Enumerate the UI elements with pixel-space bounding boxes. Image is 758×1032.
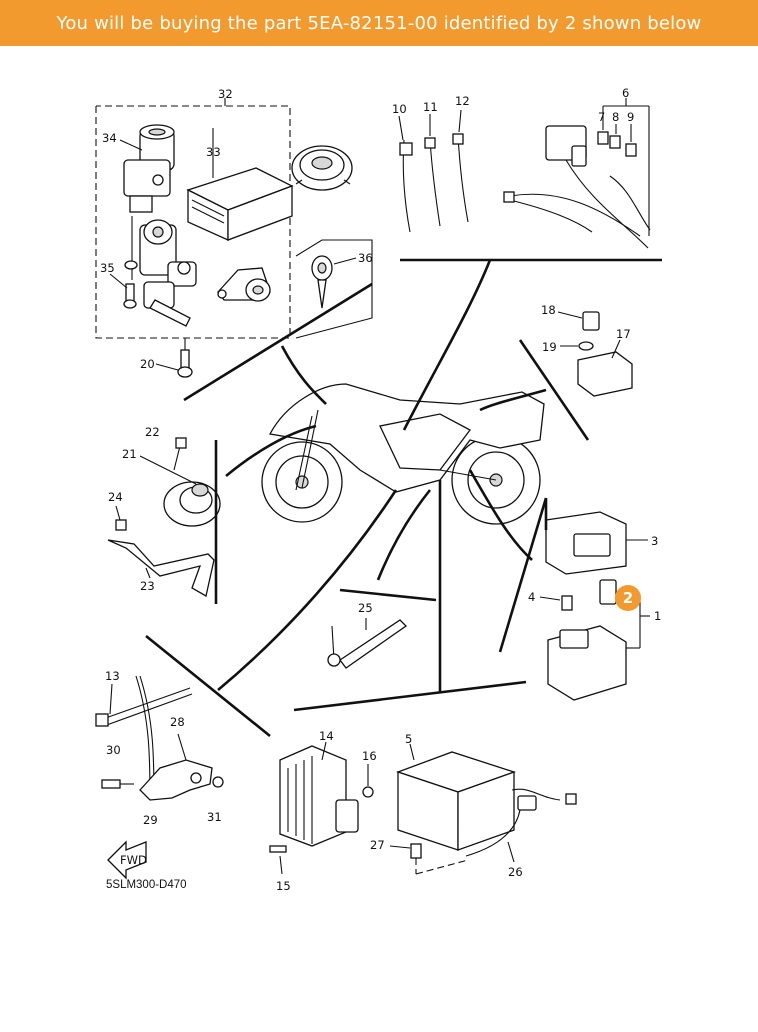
lock-set-dashed-box — [95, 105, 291, 339]
bolt-35 — [109, 273, 137, 309]
lock-set-group — [95, 98, 373, 378]
callout-32: 32 — [218, 87, 233, 101]
callout-1: 1 — [654, 609, 661, 623]
callout-9: 9 — [627, 110, 634, 124]
starter-relay-group — [539, 511, 650, 701]
leader-lines — [145, 258, 662, 738]
fwd-label: FWD — [120, 853, 147, 867]
callout-12: 12 — [455, 94, 470, 108]
callout-24: 24 — [108, 490, 123, 504]
callout-13: 13 — [105, 669, 120, 683]
callout-28: 28 — [170, 715, 185, 729]
bolt-20 — [155, 338, 193, 378]
highlight-marker[interactable] — [615, 585, 641, 611]
main-switch — [119, 124, 175, 213]
callout-27: 27 — [370, 838, 385, 852]
callout-30: 30 — [106, 743, 121, 757]
callout-6: 6 — [622, 86, 629, 100]
key-36 — [295, 239, 373, 339]
ecu-unit — [186, 128, 294, 242]
callout-29: 29 — [143, 813, 158, 827]
callout-31: 31 — [207, 810, 222, 824]
fuel-cap — [291, 145, 353, 191]
callout-3: 3 — [651, 534, 658, 548]
motorcycle — [261, 383, 545, 525]
callout-33: 33 — [206, 145, 221, 159]
callout-22: 22 — [145, 425, 160, 439]
callout-16: 16 — [362, 749, 377, 763]
callout-11: 11 — [423, 100, 438, 114]
rectifier-group — [269, 741, 374, 875]
seat-lock — [124, 216, 197, 327]
callout-10: 10 — [392, 102, 407, 116]
callout-4: 4 — [528, 590, 535, 604]
callout-23: 23 — [140, 579, 155, 593]
callout-5: 5 — [405, 732, 412, 746]
callout-34: 34 — [102, 131, 117, 145]
callout-17: 17 — [616, 327, 631, 341]
callout-2: 2 — [623, 589, 633, 607]
callout-18: 18 — [541, 303, 556, 317]
callout-labels: 32 34 33 35 36 20 10 11 12 6 7 8 9 18 17… — [100, 86, 661, 893]
callout-36: 36 — [358, 251, 373, 265]
part-banner: You will be buying the part 5EA-82151-00… — [0, 0, 758, 46]
fuse-2 — [599, 579, 617, 605]
relay-group — [557, 311, 633, 397]
cable-bands — [398, 109, 469, 233]
horn-group — [107, 437, 221, 598]
highlight-callout-2[interactable]: 2 — [615, 585, 641, 611]
wire-harness — [503, 98, 651, 249]
callout-25: 25 — [358, 601, 373, 615]
diagram-code: 5SLM300-D470 — [106, 879, 187, 891]
callout-15: 15 — [276, 879, 291, 893]
fwd-arrow: FWD — [107, 840, 147, 880]
helmet-lock — [217, 267, 271, 302]
banner-text: You will be buying the part 5EA-82151-00… — [56, 12, 702, 34]
sensor-group — [95, 675, 224, 801]
callout-7: 7 — [598, 110, 605, 124]
callout-26: 26 — [508, 865, 523, 879]
callout-20: 20 — [140, 357, 155, 371]
callout-21: 21 — [122, 447, 137, 461]
callout-8: 8 — [612, 110, 619, 124]
callout-35: 35 — [100, 261, 115, 275]
callout-19: 19 — [542, 340, 557, 354]
wire-band-25 — [327, 618, 408, 669]
battery-group — [389, 743, 577, 875]
callout-14: 14 — [319, 729, 334, 743]
